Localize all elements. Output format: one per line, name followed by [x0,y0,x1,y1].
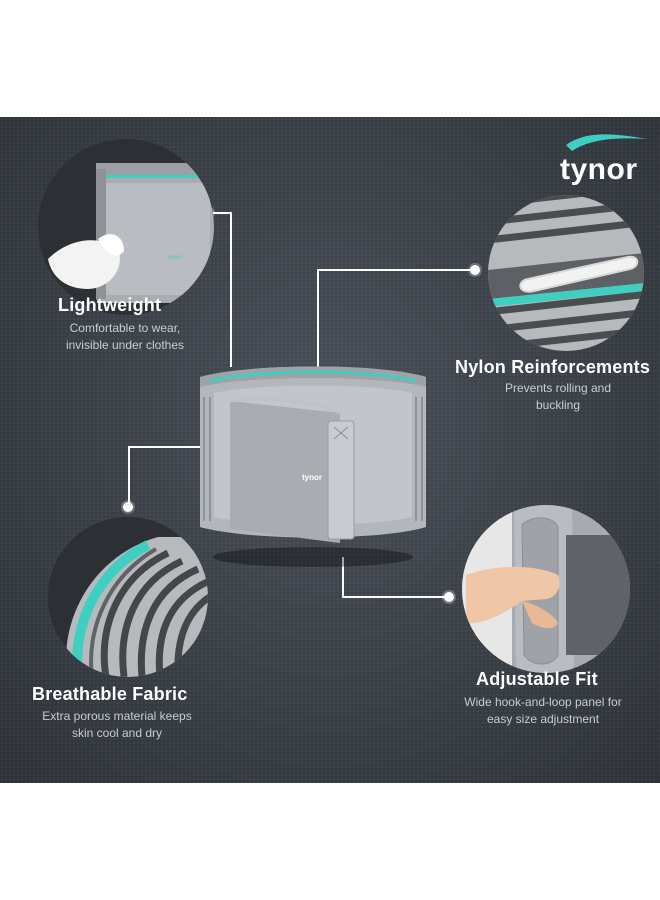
brand-logo: tynor [556,129,652,189]
feature-desc-nylon-2: buckling [535,398,581,412]
feature-title-nylon: Nylon Reinforcements [455,357,651,377]
logo-swoosh-icon [566,134,648,151]
feature-title-lightweight: Lightweight [58,295,162,315]
feature-desc-adjustable-2: easy size adjustment [486,712,600,726]
feature-desc-nylon-1: Prevents rolling and [504,381,612,395]
breathable-fabric-photo [48,517,208,677]
lightweight-photo: tynor [38,139,214,315]
nylon-reinforcement-photo [488,195,644,351]
feature-desc-breathable-2: skin cool and dry [71,726,163,740]
feature-title-adjustable: Adjustable Fit [476,669,598,689]
svg-text:tynor: tynor [168,255,181,261]
feature-desc-lightweight-1: Comfortable to wear, [69,321,181,335]
feature-title-breathable: Breathable Fabric [32,684,188,704]
feature-desc-adjustable-1: Wide hook-and-loop panel for [464,695,622,709]
connector-nylon [317,269,475,271]
feature-desc-lightweight-2: invisible under clothes [65,338,185,352]
belt-logo: tynor [302,473,322,482]
connector-adjustable [342,596,450,598]
product-banner: tynor tynor Lightweight Comfortable to w… [0,117,660,783]
logo-text: tynor [560,153,638,186]
belt-product: tynor [190,357,436,572]
connector-breathable-v [128,446,130,506]
connector-dot-breathable [123,502,133,512]
connector-dot-nylon [470,265,480,275]
adjustable-fit-photo [462,505,630,673]
connector-adjustable-v [342,557,344,597]
connector-breathable [128,446,204,448]
connector-dot-adjustable [444,592,454,602]
connector-lightweight-v [230,212,232,367]
connector-nylon-v [317,269,319,367]
feature-desc-breathable-1: Extra porous material keeps [42,709,192,723]
connector-lightweight [213,212,231,214]
